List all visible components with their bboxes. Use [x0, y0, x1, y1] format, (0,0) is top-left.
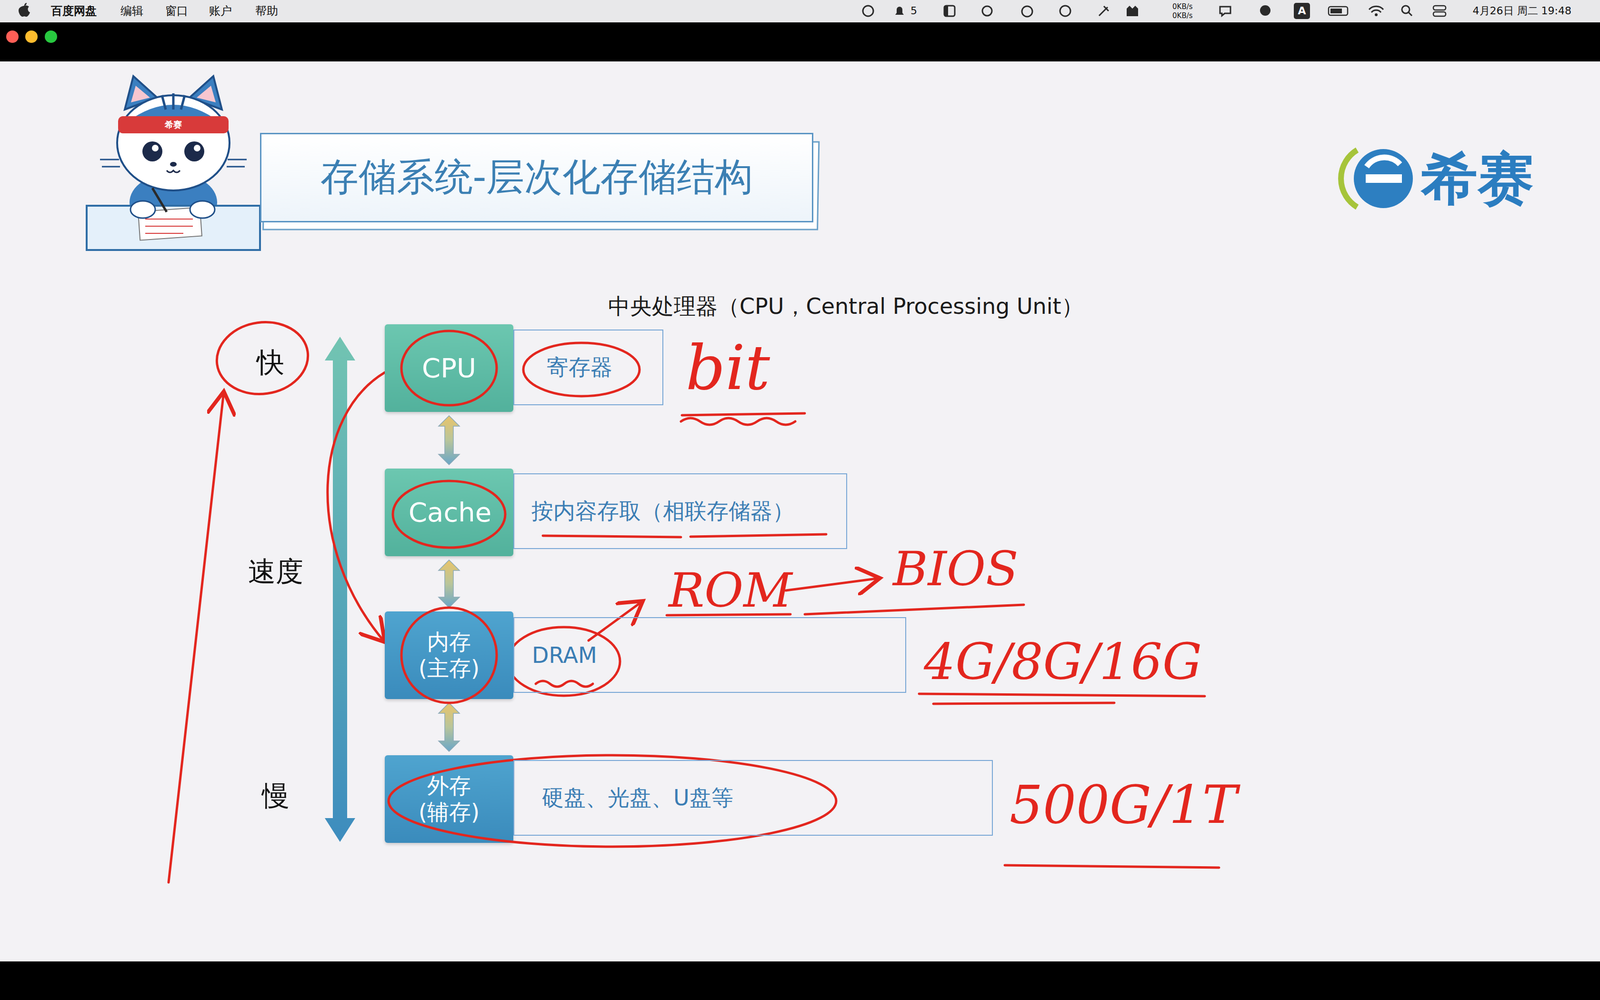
box-text: 硬盘、光盘、U盘等 [541, 783, 734, 813]
box-text: 寄存器 [546, 352, 613, 383]
label-holder: BIOS [892, 545, 1019, 593]
label-holder: ROM [668, 566, 793, 615]
note-box: 硬盘、光盘、U盘等 [513, 760, 993, 836]
hand-circle [401, 330, 497, 406]
box-text: 内存 (主存) [408, 629, 490, 682]
label-holder: 快 [256, 348, 285, 377]
storage-box: 外存 (辅存) [384, 755, 514, 843]
label-holder: 慢 [261, 781, 290, 810]
label-holder: 帮助 [255, 5, 279, 17]
label-holder: 中央处理器（CPU，Central Processing Unit） [608, 295, 1084, 318]
window-buttons [6, 30, 58, 43]
register-box: 寄存器 [513, 329, 664, 406]
hand-circle [392, 480, 506, 548]
handwritten-note: BIOS [892, 540, 1019, 597]
label-holder: 希赛 [164, 120, 182, 130]
label-holder: 0KB/s [1172, 11, 1193, 20]
logo-mark [1340, 149, 1413, 209]
label-holder: A [1297, 5, 1306, 17]
label-holder: 编辑 [120, 5, 144, 17]
box-text: Cache [408, 496, 490, 529]
label-holder: 5 [910, 5, 918, 17]
note-box: DRAM [513, 617, 907, 693]
hand-circle [401, 607, 497, 703]
headband-text: 希赛 [164, 119, 182, 130]
label-holder: 账户 [209, 5, 232, 17]
logo-text: 希赛 [1421, 145, 1534, 212]
double-arrow [438, 702, 460, 752]
axis-label: 慢 [261, 779, 290, 812]
handwritten-note: 4G/8G/16G [923, 632, 1202, 691]
note-box: 按内容存取（相联存储器） [513, 473, 848, 550]
slide-title: 存储系统-层次化存储结构 [320, 151, 754, 204]
menu-item: 编辑 [120, 4, 144, 18]
label-holder: 4月26日 周二 19:48 [1472, 5, 1572, 17]
handwritten-note: bit [685, 331, 770, 404]
menu-icons [18, 2, 1446, 20]
title-banner: 存储系统-层次化存储结构 [260, 132, 814, 223]
label-holder: 0KB/s [1172, 2, 1193, 11]
label-holder: 希赛 [1421, 150, 1534, 207]
box-text: DRAM [531, 642, 598, 669]
box-text: 外存 (辅存) [408, 772, 490, 826]
badge-count: 5 [910, 4, 918, 17]
hand-arrow [327, 372, 385, 642]
label-holder: 百度网盘 [50, 5, 97, 17]
menu-item: 百度网盘 [50, 4, 97, 18]
cache-box: Cache [384, 468, 514, 557]
cpu-box: CPU [384, 324, 514, 412]
box-text: 按内容存取（相联存储器） [531, 496, 795, 527]
handwritten-note: ROM [668, 562, 793, 619]
double-arrow [438, 415, 460, 465]
menu-item: 账户 [209, 4, 232, 18]
handwritten-note: 500G/1T [1009, 774, 1238, 836]
label-holder: 窗口 [165, 5, 189, 17]
memory-box: 内存 (主存) [384, 611, 514, 700]
network-speed: 0KB/s [1172, 2, 1193, 11]
axis-label: 快 [256, 346, 285, 379]
double-arrow [438, 560, 460, 608]
menu-bar [0, 0, 1600, 23]
label-holder: bit [685, 336, 770, 399]
clock: 4月26日 周二 19:48 [1472, 4, 1572, 17]
axis-label: 速度 [248, 555, 304, 588]
network-speed: 0KB/s [1172, 11, 1193, 20]
menu-item: 窗口 [165, 4, 189, 18]
label-holder: 4G/8G/16G [923, 637, 1202, 687]
menu-item: 帮助 [255, 4, 279, 18]
label-holder: 500G/1T [1009, 778, 1238, 831]
mascot-cat [86, 76, 260, 250]
window-bottom-bar [0, 961, 1600, 1000]
input-method: A [1297, 4, 1306, 17]
window-title-bar [0, 22, 1600, 62]
hand-circle [388, 755, 837, 847]
box-text: CPU [421, 351, 477, 384]
caption-label: 中央处理器（CPU，Central Processing Unit） [608, 293, 1084, 320]
label-holder: 速度 [248, 557, 304, 586]
